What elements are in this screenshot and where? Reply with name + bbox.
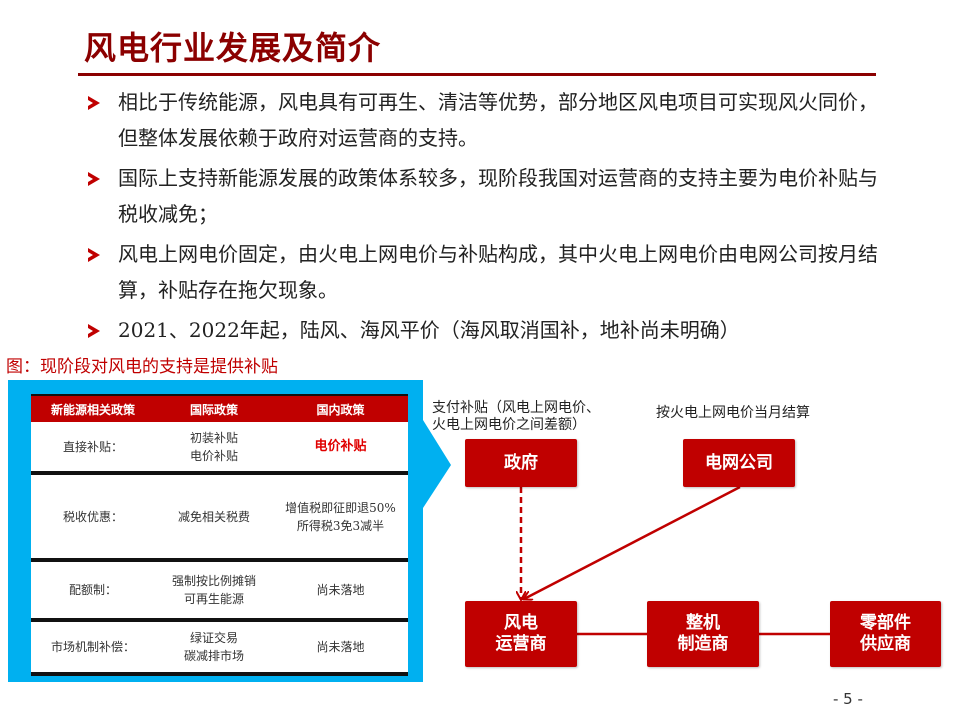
column-header: 新能源相关政策 (31, 394, 155, 422)
title-divider (78, 73, 876, 76)
node-grid-company: 电网公司 (683, 439, 795, 487)
international-cell: 强制按比例摊销 可再生能源 (155, 560, 273, 622)
bullet-text: 国际上支持新能源发展的政策体系较多，现阶段我国对运营商的支持主要为电价补贴与税收… (118, 166, 878, 226)
bullet-item: 国际上支持新能源发展的政策体系较多，现阶段我国对运营商的支持主要为电价补贴与税收… (86, 160, 886, 232)
page-number: - 5 - (833, 690, 863, 708)
node-parts-supplier: 零部件 供应商 (830, 601, 941, 667)
policy-cell: 直接补贴： (31, 422, 155, 475)
international-cell: 绿证交易 碳减排市场 (155, 620, 273, 676)
settlement-arrow (524, 485, 741, 599)
bullet-item: 2021、2022年起，陆风、海风平价（海风取消国补，地补尚未明确） (86, 312, 886, 348)
domestic-cell: 尚未落地 (273, 620, 408, 676)
bullet-text: 风电上网电价固定，由火电上网电价与补贴构成，其中火电上网电价由电网公司按月结算，… (118, 242, 878, 302)
policy-cell: 市场机制补偿： (31, 620, 155, 676)
slide-title: 风电行业发展及简介 (84, 29, 382, 67)
table-row: 直接补贴： 初装补贴 电价补贴 电价补贴 (31, 422, 408, 475)
domestic-cell-highlight: 电价补贴 (273, 422, 408, 475)
bullet-list: 相比于传统能源，风电具有可再生、清洁等优势，部分地区风电项目可实现风火同价，但整… (86, 84, 886, 352)
bullet-arrow-icon (88, 172, 100, 186)
bullet-arrow-icon (88, 248, 100, 262)
figure-caption: 图：现阶段对风电的支持是提供补贴 (6, 357, 278, 377)
bullet-text: 相比于传统能源，风电具有可再生、清洁等优势，部分地区风电项目可实现风火同价，但整… (118, 90, 878, 150)
policy-table: 新能源相关政策 国际政策 国内政策 直接补贴： 初装补贴 电价补贴 电价补贴 税… (31, 394, 408, 676)
grid-note: 按火电上网电价当月结算 (656, 405, 810, 421)
policy-cell: 配额制： (31, 560, 155, 622)
node-wind-operator: 风电 运营商 (465, 601, 577, 667)
table-row: 配额制： 强制按比例摊销 可再生能源 尚未落地 (31, 560, 408, 622)
international-cell: 初装补贴 电价补贴 (155, 422, 273, 475)
bullet-text: 2021、2022年起，陆风、海风平价（海风取消国补，地补尚未明确） (118, 318, 740, 342)
node-government: 政府 (465, 439, 577, 487)
policy-cell: 税收优惠： (31, 473, 155, 562)
international-cell: 减免相关税费 (155, 473, 273, 562)
domestic-cell: 尚未落地 (273, 560, 408, 622)
table-row: 市场机制补偿： 绿证交易 碳减排市场 尚未落地 (31, 620, 408, 676)
column-header: 国际政策 (155, 394, 273, 422)
bullet-item: 相比于传统能源，风电具有可再生、清洁等优势，部分地区风电项目可实现风火同价，但整… (86, 84, 886, 156)
table-row: 税收优惠： 减免相关税费 增值税即征即退50% 所得税3免3减半 (31, 473, 408, 562)
column-header: 国内政策 (273, 394, 408, 422)
node-turbine-manufacturer: 整机 制造商 (647, 601, 759, 667)
domestic-cell: 增值税即征即退50% 所得税3免3减半 (273, 473, 408, 562)
bullet-arrow-icon (88, 96, 100, 110)
bullet-item: 风电上网电价固定，由火电上网电价与补贴构成，其中火电上网电价由电网公司按月结算，… (86, 236, 886, 308)
bullet-arrow-icon (88, 324, 100, 338)
table-header-row: 新能源相关政策 国际政策 国内政策 (31, 394, 408, 422)
government-note: 支付补贴（风电上网电价、 火电上网电价之间差额） (432, 400, 600, 433)
